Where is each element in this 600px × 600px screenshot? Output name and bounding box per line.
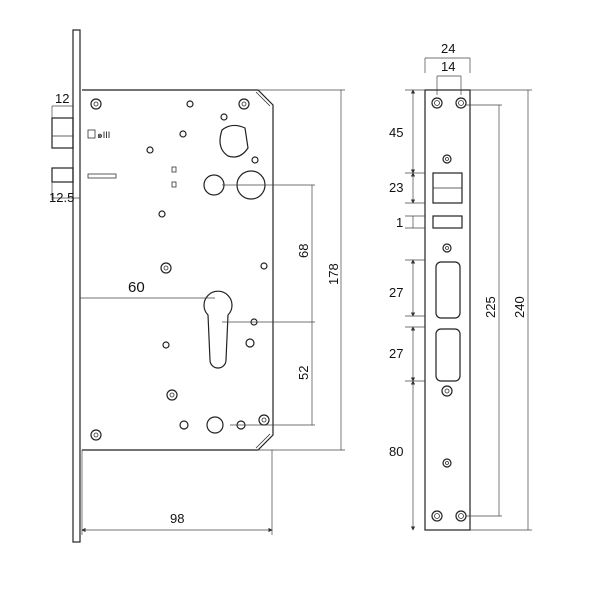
dim-lower-center: 52 [296, 366, 311, 380]
dim-bolt-width: 12.5 [49, 190, 74, 205]
bolt-opening-2 [435, 328, 461, 382]
dim-upper-center: 68 [296, 244, 311, 258]
dim-screw-spacing-width: 14 [441, 59, 455, 74]
faceplate-edge [72, 29, 81, 543]
front-dimensions: 24 14 240 225 [389, 41, 532, 531]
dim-latch-width: 12 [55, 91, 69, 106]
dim-top-offset: 45 [389, 125, 403, 140]
case-holes [90, 98, 270, 441]
dim-plate-height: 240 [512, 296, 527, 318]
dim-screw-spacing-height: 225 [483, 296, 498, 318]
lock-case [82, 89, 274, 451]
latch [51, 117, 74, 149]
dim-latch-height: 23 [389, 180, 403, 195]
bolt-opening-1 [435, 261, 461, 319]
faceplate-screws [431, 97, 467, 522]
dim-gap: 1 [396, 215, 403, 230]
cylinder-cutout [203, 290, 233, 369]
dim-bottom-offset: 80 [389, 444, 403, 459]
aux-opening [432, 215, 463, 229]
dim-plate-width: 24 [441, 41, 455, 56]
dim-bolt2-height: 27 [389, 346, 403, 361]
front-view: 24 14 240 225 [389, 41, 532, 531]
dim-backset: 60 [128, 279, 145, 296]
side-view: ๑III 12 12.5 60 68 52 178 98 [49, 29, 345, 543]
svg-text:๑III: ๑III [97, 130, 110, 140]
dim-case-height: 178 [326, 263, 341, 285]
side-dimensions: 12 12.5 60 68 52 178 98 [49, 89, 345, 535]
follower-cam [219, 124, 249, 158]
faceplate [424, 89, 471, 531]
deadbolt [51, 167, 74, 183]
dim-case-width: 98 [170, 511, 184, 526]
dim-bolt1-height: 27 [389, 285, 403, 300]
